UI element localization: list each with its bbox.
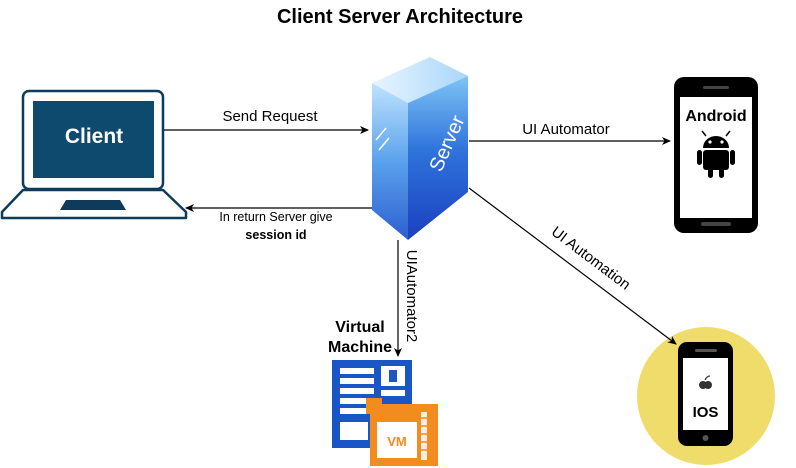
ios-phone-screen — [683, 358, 728, 430]
ios-phone: IOS — [637, 327, 775, 465]
uiautomator2-label: UIAutomator2 — [403, 250, 420, 343]
server-top-face — [372, 57, 468, 103]
ios-label: IOS — [693, 404, 719, 421]
server-left-face — [372, 83, 408, 240]
android-home-bar — [701, 222, 731, 226]
vm-label-line1: Virtual — [335, 319, 385, 336]
ui-automation-arrow — [468, 187, 677, 345]
session-return-label-line2: session id — [245, 228, 306, 242]
laptop-trackpad — [60, 200, 126, 210]
android-phone: Android — [674, 77, 758, 233]
android-label: Android — [685, 108, 746, 125]
android-robot-icon — [697, 130, 735, 178]
server-slot — [375, 127, 387, 141]
ios-home-button — [702, 435, 709, 441]
virtual-machine: Virtual Machine VM — [328, 319, 438, 466]
server-front-face — [408, 76, 468, 240]
ui-automation-label: UI Automation — [548, 223, 633, 293]
ios-speaker — [695, 349, 717, 352]
apple-logo-icon — [699, 375, 712, 389]
client-label: Client — [65, 125, 123, 148]
edges — [164, 126, 677, 357]
server-slot — [378, 137, 390, 151]
send-request-label: Send Request — [222, 108, 318, 125]
server-tower: Server — [372, 57, 470, 240]
android-speaker — [703, 86, 729, 89]
laptop-screen — [33, 101, 154, 178]
ui-automator-label: UI Automator — [522, 121, 610, 138]
vm-package-icon: VM — [366, 398, 438, 466]
vm-label-line2: Machine — [328, 339, 392, 356]
client-laptop: Client — [0, 89, 188, 220]
diagram-title: Client Server Architecture — [277, 6, 523, 28]
vm-badge-label: VM — [387, 434, 407, 449]
session-return-label-line1: In return Server give — [219, 210, 332, 224]
